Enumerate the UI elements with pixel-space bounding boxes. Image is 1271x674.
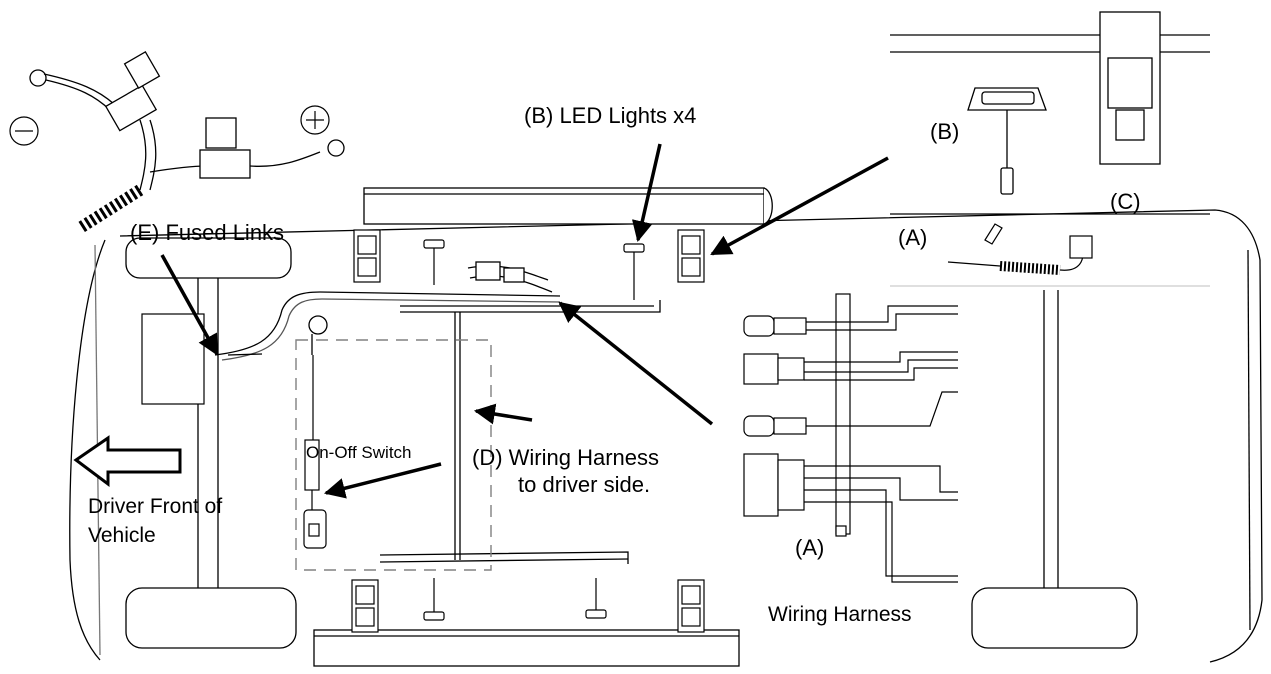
label-wiring-harness: Wiring Harness bbox=[768, 603, 912, 626]
harness-routing bbox=[214, 261, 661, 564]
label-harness-line2: to driver side. bbox=[518, 472, 651, 497]
running-board-bottom bbox=[313, 629, 740, 667]
label-a-top: (A) bbox=[898, 225, 928, 250]
label-on-off-switch: On-Off Switch bbox=[306, 443, 412, 462]
brackets bbox=[351, 229, 705, 633]
label-driver-line2: Vehicle bbox=[88, 524, 156, 547]
label-fused-links: (E) Fused Links bbox=[130, 220, 285, 245]
inset-coiled-cable bbox=[890, 213, 1210, 287]
running-board-top bbox=[363, 187, 773, 225]
battery-box bbox=[141, 313, 205, 405]
callout-arrows bbox=[160, 143, 889, 499]
left-arrow-icon bbox=[73, 435, 182, 487]
switch-assembly bbox=[303, 355, 327, 549]
wheels bbox=[125, 237, 1138, 649]
label-c-inset: (C) bbox=[1110, 189, 1141, 214]
fused-link-assembly bbox=[29, 50, 345, 234]
inset-lights-switch bbox=[890, 11, 1210, 195]
led-pods bbox=[423, 239, 645, 621]
switch-area-outline bbox=[295, 339, 492, 571]
label-harness-line1: (D) Wiring Harness bbox=[472, 445, 660, 470]
label-driver-line1: Driver Front of bbox=[88, 495, 223, 518]
harness-detail bbox=[743, 293, 958, 583]
label-b-inset: (B) bbox=[930, 119, 960, 144]
label-a-bottom: (A) bbox=[795, 535, 825, 560]
label-led-lights: (B) LED Lights x4 bbox=[524, 103, 697, 128]
